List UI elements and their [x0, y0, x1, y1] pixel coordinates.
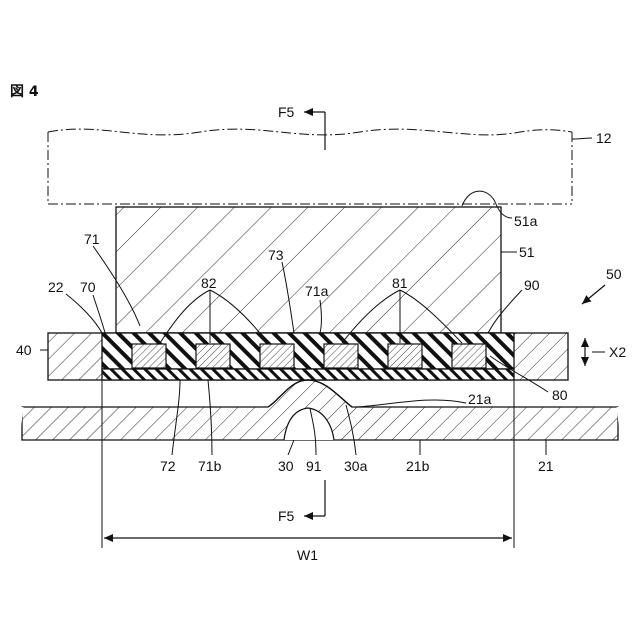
label-w1: W1 [297, 547, 318, 563]
label-30: 30 [278, 458, 294, 474]
figure-label: 図 4 [10, 84, 39, 100]
label-80: 80 [552, 387, 568, 403]
label-21b: 21b [406, 458, 430, 474]
label-51: 51 [519, 244, 535, 260]
block-51 [116, 207, 501, 333]
label-71: 71 [84, 231, 100, 247]
label-21a: 21a [468, 391, 492, 407]
label-50: 50 [606, 266, 622, 282]
label-72: 72 [160, 458, 176, 474]
label-51a: 51a [514, 213, 538, 229]
label-f5-top: F5 [278, 104, 295, 120]
label-22: 22 [48, 279, 64, 295]
label-90: 90 [524, 277, 540, 293]
label-40: 40 [16, 342, 32, 358]
label-71b: 71b [198, 458, 222, 474]
label-91: 91 [306, 458, 322, 474]
label-f5-bottom: F5 [278, 508, 295, 524]
label-70: 70 [80, 279, 96, 295]
label-73: 73 [268, 247, 284, 263]
label-x2: X2 [609, 344, 626, 360]
label-71a: 71a [305, 283, 329, 299]
base-21 [18, 380, 622, 440]
label-21: 21 [538, 458, 554, 474]
label-12: 12 [596, 130, 612, 146]
housing-12 [48, 129, 572, 204]
band-71b [102, 369, 514, 380]
label-30a: 30a [344, 458, 368, 474]
x2-arrow: X2 [585, 338, 626, 366]
label-81: 81 [392, 275, 408, 291]
label-82: 82 [201, 275, 217, 291]
arrow-50: 50 [582, 266, 622, 304]
